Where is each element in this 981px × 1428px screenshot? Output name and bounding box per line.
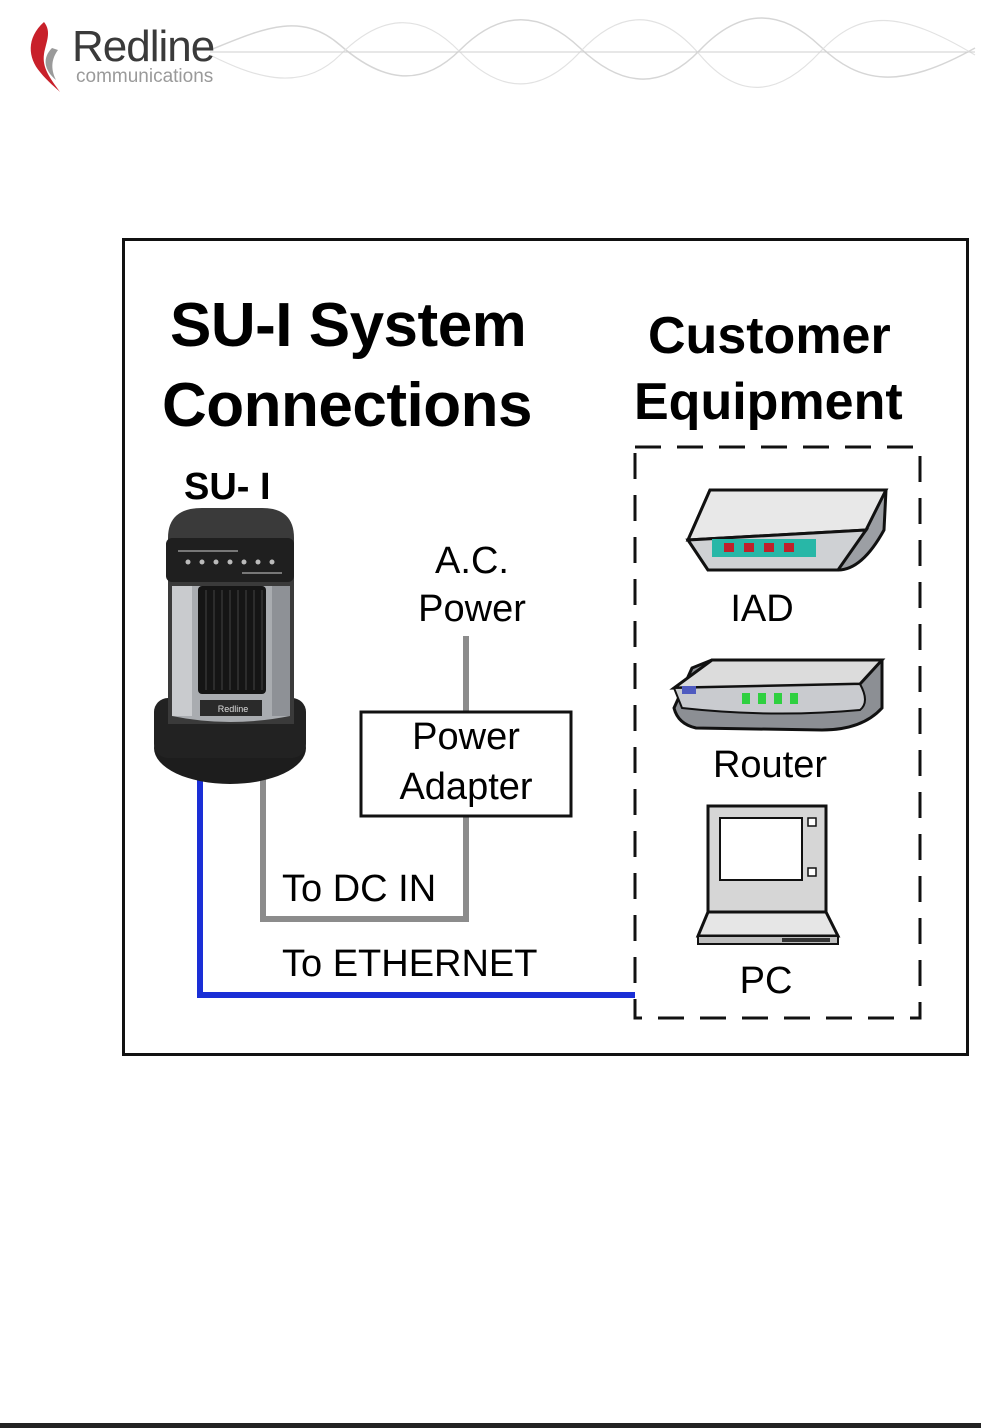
su-i-device-label: SU- I — [184, 466, 271, 509]
to-ethernet-label: To ETHERNET — [282, 943, 537, 986]
customer-equipment-title-line2: Equipment — [634, 372, 903, 432]
router-icon — [674, 660, 882, 730]
laptop-icon — [698, 806, 838, 944]
ac-power-label-line2: Power — [392, 588, 552, 631]
iad-label: IAD — [702, 588, 822, 631]
iad-icon — [688, 490, 886, 570]
diagram-title-line1: SU-I System — [170, 290, 526, 361]
page-header: Redline communications — [0, 0, 981, 120]
brand-subtitle: communications — [76, 66, 213, 88]
connections-diagram: SU-I System Connections Customer Equipme… — [122, 238, 969, 1056]
pc-label: PC — [706, 960, 826, 1003]
su-i-device-icon — [154, 508, 306, 784]
device-badge: Redline — [204, 704, 262, 714]
power-adapter-label-line2: Adapter — [361, 766, 571, 809]
footer-rule — [0, 1423, 981, 1428]
customer-equipment-title-line1: Customer — [648, 306, 891, 366]
power-adapter-label-line1: Power — [361, 716, 571, 759]
ac-power-label-line1: A.C. — [392, 540, 552, 583]
to-dc-in-label: To DC IN — [282, 868, 436, 911]
diagram-title-line2: Connections — [162, 370, 532, 441]
router-label: Router — [690, 744, 850, 787]
brand-name: Redline — [72, 22, 214, 72]
